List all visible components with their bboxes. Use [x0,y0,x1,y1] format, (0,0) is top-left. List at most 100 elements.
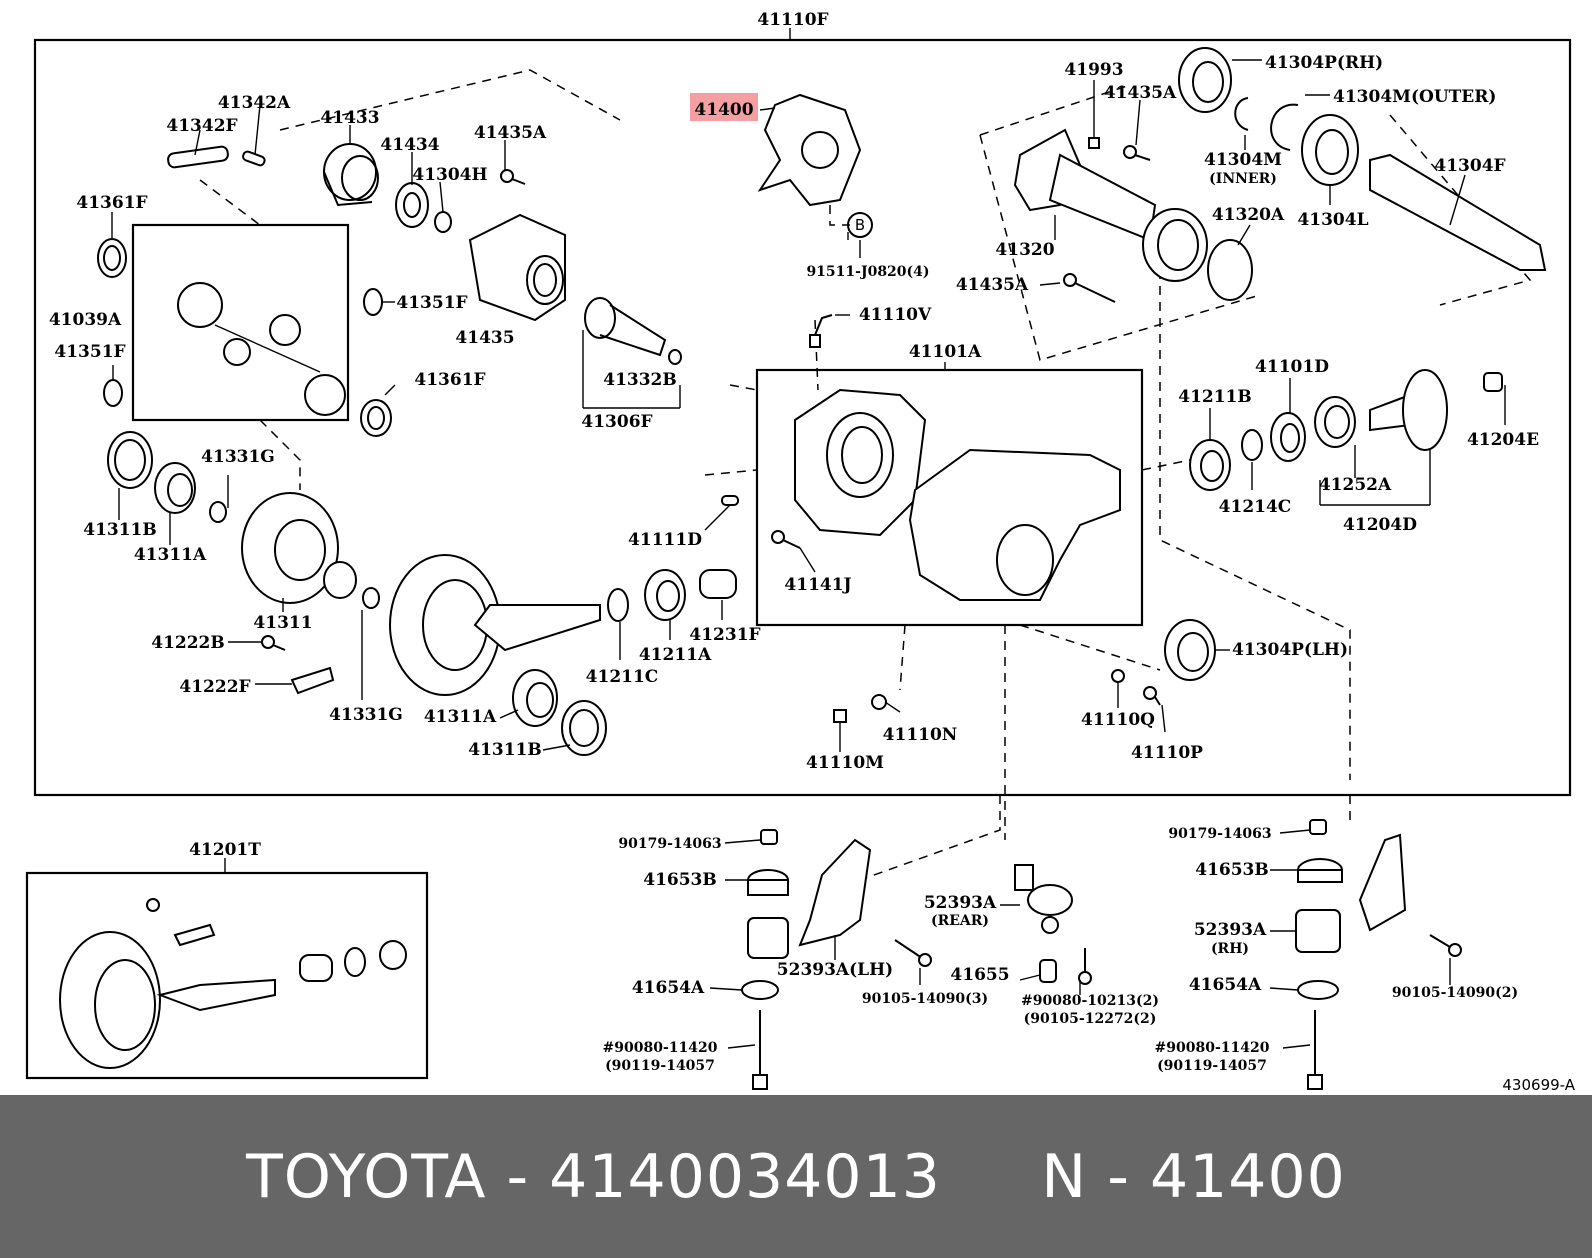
pin-41993 [1088,80,1100,149]
dashed-guide-lines [199,69,1532,881]
washer-41351f-1 [363,288,383,316]
label-41304p-lh: 41304P(LH) [1232,640,1348,660]
label-41211a: 41211A [639,645,712,665]
label-41435a-1: 41435A [1104,83,1177,103]
label-41110v: 41110V [859,305,932,325]
label-41351f-2: 41351F [54,342,125,362]
label-41311: 41311 [253,613,312,633]
bolt-90080-10213 [1078,948,1092,985]
label-41653b-2: 41653B [1195,860,1269,880]
label-90105-12272: (90105-12272(2) [1024,1011,1157,1027]
label-52393a-rear-1: 52393A [924,893,997,913]
label-41435a-3: 41435A [956,275,1029,295]
label-ref-430699-a: 430699-A [1502,1076,1575,1094]
bearing-41311a-1 [154,462,196,514]
plug-41110v [809,314,833,348]
label-41039a: 41039A [49,310,122,330]
label-41111d: 41111D [628,530,702,550]
label-41342a: 41342A [218,93,291,113]
label-41304f: 41304F [1434,156,1505,176]
label-41435a-2: 41435A [474,123,547,143]
plug-41110m [833,709,847,723]
mount-52393a-rear [1014,864,1073,934]
seal-41252a [1314,396,1356,448]
seal-41304p-rh [1178,47,1232,113]
kit-bearing [379,940,407,970]
label-41361f-2: 41361F [414,370,485,390]
race-41331g-2 [362,587,380,609]
bolt-90105-14090-2 [1429,934,1462,957]
sleeve-41433 [323,143,379,207]
mount-52393a-lh [747,838,872,959]
flange-41204d [1369,369,1448,451]
carrier-case [908,448,1121,601]
label-90119-14057-2: (90119-14057 [1157,1058,1267,1074]
carrier-flange [794,388,927,537]
label-b: B [855,216,865,234]
label-41653b-1: 41653B [643,870,717,890]
label-41204d: 41204D [1343,515,1417,535]
bolt-41435a-1 [500,169,526,185]
label-90119-14057-1: (90119-14057 [605,1058,715,1074]
diff-case-41311 [241,492,357,604]
seal-41311b-2 [561,700,607,756]
spacer-41655 [1039,959,1057,983]
plate-41342f [167,145,229,169]
gasket-41110n [871,694,887,710]
spacer-41231f [699,569,737,599]
nut-90179-2 [1309,819,1327,835]
label-41342f: 41342F [166,116,237,136]
label-52393a-lh: 52393A(LH) [777,960,893,980]
kit-bolt [146,898,160,912]
kit-spacer [299,954,333,982]
nut-41204e [1483,372,1503,392]
label-41400[interactable]: 41400 [694,100,753,120]
label-41331g-1: 41331G [201,447,275,467]
ring-gear [389,554,601,696]
label-90179-14063-2: 90179-14063 [1168,826,1271,842]
footer-part-number: TOYOTA - 4140034013 N - 41400 [246,1141,1346,1212]
label-41304m-inner-1: 41304M [1204,150,1282,170]
label-41306f: 41306F [581,412,652,432]
pin-41111d [721,495,739,506]
bolt-41435a-2 [1123,145,1151,161]
label-41211c: 41211C [586,667,659,687]
bolt-90080-11420-1 [752,1010,768,1090]
kit-pinion [156,978,276,1012]
label-41993: 41993 [1064,60,1123,80]
seal-41304p-lh [1164,619,1216,681]
washer-41654a-2 [1297,980,1339,1000]
mount-52393a-rh [1295,833,1407,953]
kit-lock-plate [173,923,216,947]
label-41332b: 41332B [603,370,677,390]
seal-41311b-1 [107,431,153,489]
bolt-41435a-3 [1063,273,1116,303]
label-41304h: 41304H [412,165,487,185]
label-41211b: 41211B [1178,387,1252,407]
label-41101a: 41101A [909,342,982,362]
label-41311b-2: 41311B [468,740,542,760]
pin-41342a [242,150,266,167]
ref-marker-b [847,212,873,238]
part-shapes [59,47,1547,1090]
lock-plate-41222f [290,666,335,695]
label-41304m-inner-2: (INNER) [1209,171,1277,187]
snap-ring-41304h [434,211,452,233]
label-41655: 41655 [950,965,1009,985]
label-41204e: 41204E [1467,430,1539,450]
label-41304p-rh: 41304P(RH) [1265,53,1383,73]
label-41320: 41320 [995,240,1054,260]
main-assembly-frame [33,28,1572,797]
label-41141j: 41141J [784,575,851,595]
race-41331g-1 [209,501,227,523]
label-41435: 41435 [455,328,514,348]
parts-diagram: 41110F 41400 41993 41304P(RH) 41435A 413… [25,10,1576,1094]
label-41433: 41433 [320,108,379,128]
label-90105-14090-2: 90105-14090(2) [1392,985,1518,1001]
label-52393a-rh-2: (RH) [1211,941,1249,957]
label-90080-11420-2: #90080-11420 [1155,1040,1270,1056]
label-41214c: 41214C [1219,497,1292,517]
kit-shim [344,947,366,977]
label-90105-14090-1: 90105-14090(3) [862,991,988,1007]
label-41320a: 41320A [1212,205,1285,225]
